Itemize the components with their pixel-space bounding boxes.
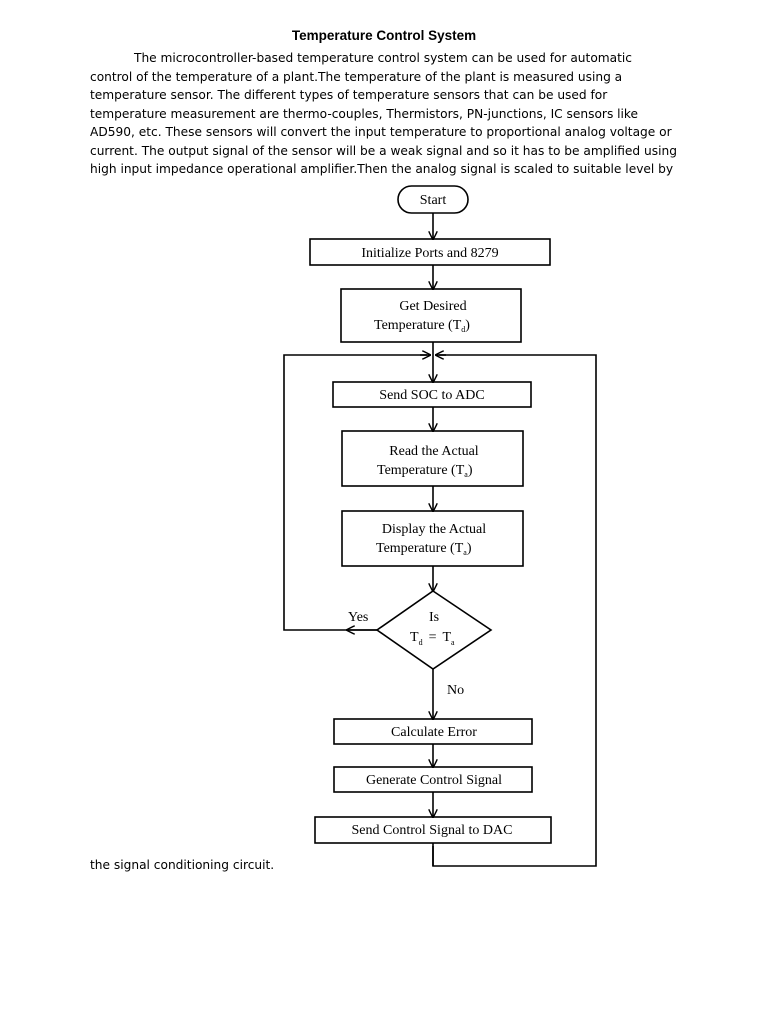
label-part: = — [429, 630, 437, 645]
init-box — [309, 238, 551, 266]
send-soc-label: Send SOC to ADC — [379, 388, 484, 403]
send-soc-box — [332, 381, 532, 408]
label-part: T — [442, 630, 451, 645]
decision-is-label: Is — [429, 610, 439, 625]
subscript: a — [463, 548, 467, 557]
document-title: Temperature Control System — [291, 28, 477, 43]
display-actual-box — [341, 510, 524, 567]
subscript: d — [461, 325, 465, 334]
gen-control-label: Generate Control Signal — [366, 773, 502, 788]
decision-condition: Td = Ta — [410, 630, 455, 647]
label-part: ) — [467, 541, 472, 556]
label-part: Temperature (T — [374, 318, 462, 333]
paragraph-line: The microcontroller-based temperature co… — [134, 51, 632, 65]
start-label: Start — [420, 193, 447, 208]
paragraph-line: current. The output signal of the sensor… — [90, 143, 677, 158]
get-desired-box — [340, 288, 522, 343]
read-label-1: Read the Actual — [389, 444, 479, 459]
subscript: a — [451, 638, 455, 647]
label-part: ) — [468, 463, 473, 478]
label-part: ) — [465, 318, 470, 333]
init-label: Initialize Ports and 8279 — [361, 246, 498, 261]
subscript: d — [419, 638, 423, 647]
read-label-2: Temperature (Ta) — [377, 463, 473, 479]
paragraph-line: high input impedance operational amplifi… — [90, 162, 674, 176]
label-part: Temperature (T — [377, 463, 465, 478]
yes-loop-line — [283, 354, 427, 631]
display-label-1: Display the Actual — [382, 522, 486, 537]
no-label: No — [447, 683, 464, 698]
label-part: Temperature (T — [376, 541, 464, 556]
paragraph-line: temperature measurement are thermo-coupl… — [90, 106, 639, 121]
paragraph-line: the signal conditioning circuit. — [90, 858, 275, 872]
paragraph-line: AD590, etc. These sensors will convert t… — [90, 125, 672, 139]
yes-label: Yes — [348, 610, 368, 625]
paragraph-line: temperature sensor. The different types … — [90, 88, 608, 102]
paragraph-line: control of the temperature of a plant.Th… — [90, 69, 623, 84]
get-desired-label-2: Temperature (Td) — [374, 318, 470, 334]
subscript: a — [464, 470, 468, 479]
label-part: T — [410, 630, 419, 645]
send-dac-label: Send Control Signal to DAC — [351, 823, 512, 838]
calc-error-label: Calculate Error — [391, 725, 477, 740]
get-desired-label-1: Get Desired — [399, 299, 466, 314]
display-label-2: Temperature (Ta) — [376, 541, 472, 557]
